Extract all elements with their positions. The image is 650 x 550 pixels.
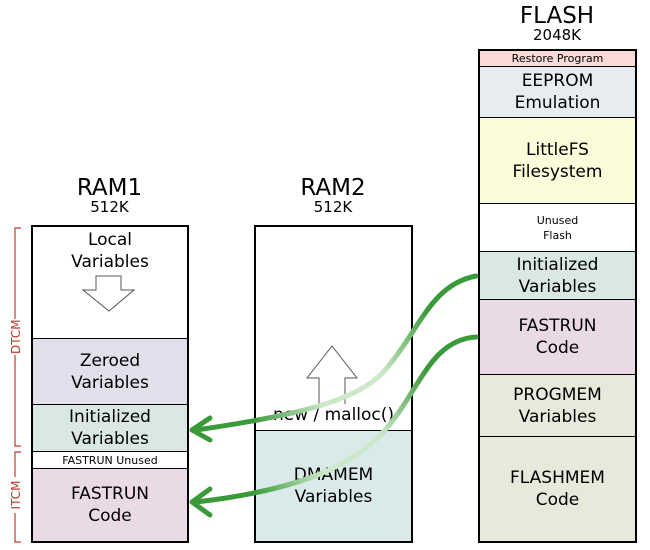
flash-unused: Unused Flash [480,204,635,252]
ram2-size: 512K [313,198,353,216]
flash-eeprom-emulation: EEPROM Emulation [480,67,635,118]
flash-column: Restore Program EEPROM Emulation LittleF… [478,49,637,543]
ram1-initialized-variables: Initialized Variables [33,405,187,452]
ram1-size: 512K [90,198,129,216]
ram2-column: new / malloc() DMAMEM Variables [254,225,413,543]
ram1-fastrun-code: FASTRUN Code [33,469,187,541]
ram1-fastrun-unused: FASTRUN Unused [33,452,187,469]
ram1-local-variables: Local Variables [33,227,187,339]
flash-restore-program: Restore Program [480,51,635,67]
ram1-zeroed-variables: Zeroed Variables [33,339,187,405]
flash-size: 2048K [532,26,581,44]
copy-fastrun-arrow-icon [193,334,479,505]
flash-title: FLASH [519,3,595,29]
ram2-dmamem-variables: DMAMEM Variables [256,431,411,541]
flash-initialized-variables: Initialized Variables [480,252,635,300]
copy-initialized-arrow-icon [193,273,479,433]
flash-littlefs-filesystem: LittleFS Filesystem [480,118,635,204]
ram1-title: RAM1 [76,175,143,201]
ram2-title: RAM2 [300,175,366,201]
flash-fastrun-code: FASTRUN Code [480,300,635,375]
stack-down-arrow-icon [81,275,136,312]
heap-up-arrow-icon [305,345,359,404]
flash-progmem-variables: PROGMEM Variables [480,375,635,437]
flash-flashmem-code: FLASHMEM Code [480,437,635,541]
